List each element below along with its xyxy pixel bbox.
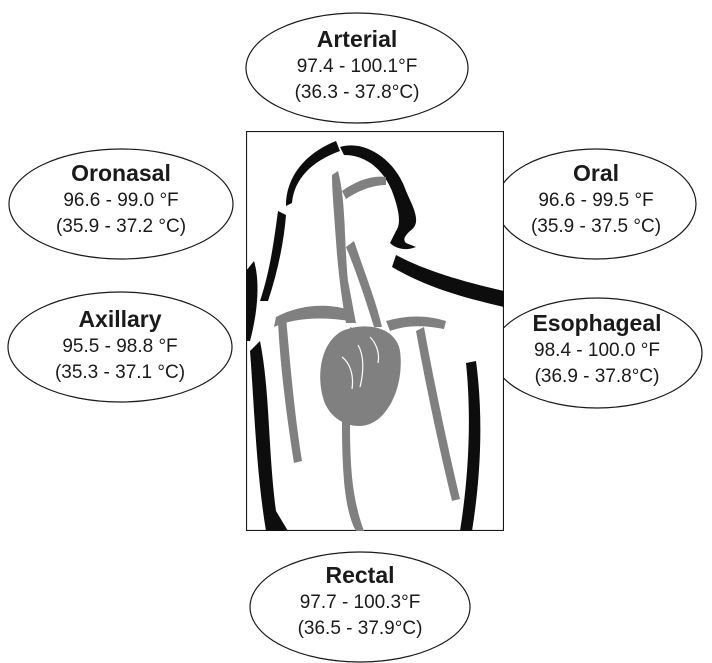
site-esophageal-name: Esophageal <box>491 308 703 338</box>
site-oral-name: Oral <box>495 158 697 188</box>
site-rectal-celsius: (36.5 - 37.9°C) <box>249 616 471 642</box>
site-arterial: Arterial 97.4 - 100.1°F (36.3 - 37.8°C) <box>245 12 469 124</box>
site-esophageal-celsius: (36.9 - 37.8°C) <box>491 364 703 390</box>
site-arterial-celsius: (36.3 - 37.8°C) <box>245 80 469 106</box>
site-esophageal: Esophageal 98.4 - 100.0 °F (36.9 - 37.8°… <box>491 297 703 409</box>
site-oronasal-name: Oronasal <box>8 158 234 188</box>
site-axillary-name: Axillary <box>7 304 233 334</box>
site-oral: Oral 96.6 - 99.5 °F (35.9 - 37.5 °C) <box>495 148 697 260</box>
site-axillary-celsius: (35.3 - 37.1 °C) <box>7 360 233 386</box>
site-arterial-fahrenheit: 97.4 - 100.1°F <box>245 54 469 80</box>
site-oronasal: Oronasal 96.6 - 99.0 °F (35.9 - 37.2 °C) <box>8 148 234 260</box>
site-esophageal-fahrenheit: 98.4 - 100.0 °F <box>491 338 703 364</box>
site-oronasal-fahrenheit: 96.6 - 99.0 °F <box>8 188 234 214</box>
site-rectal-fahrenheit: 97.7 - 100.3°F <box>249 590 471 616</box>
site-oral-celsius: (35.9 - 37.5 °C) <box>495 214 697 240</box>
site-axillary-fahrenheit: 95.5 - 98.8 °F <box>7 334 233 360</box>
site-axillary: Axillary 95.5 - 98.8 °F (35.3 - 37.1 °C) <box>7 291 233 403</box>
site-arterial-name: Arterial <box>245 24 469 54</box>
site-oral-fahrenheit: 96.6 - 99.5 °F <box>495 188 697 214</box>
site-oronasal-celsius: (35.9 - 37.2 °C) <box>8 214 234 240</box>
site-rectal-name: Rectal <box>249 560 471 590</box>
anatomy-illustration <box>246 131 504 531</box>
site-rectal: Rectal 97.7 - 100.3°F (36.5 - 37.9°C) <box>249 551 471 663</box>
